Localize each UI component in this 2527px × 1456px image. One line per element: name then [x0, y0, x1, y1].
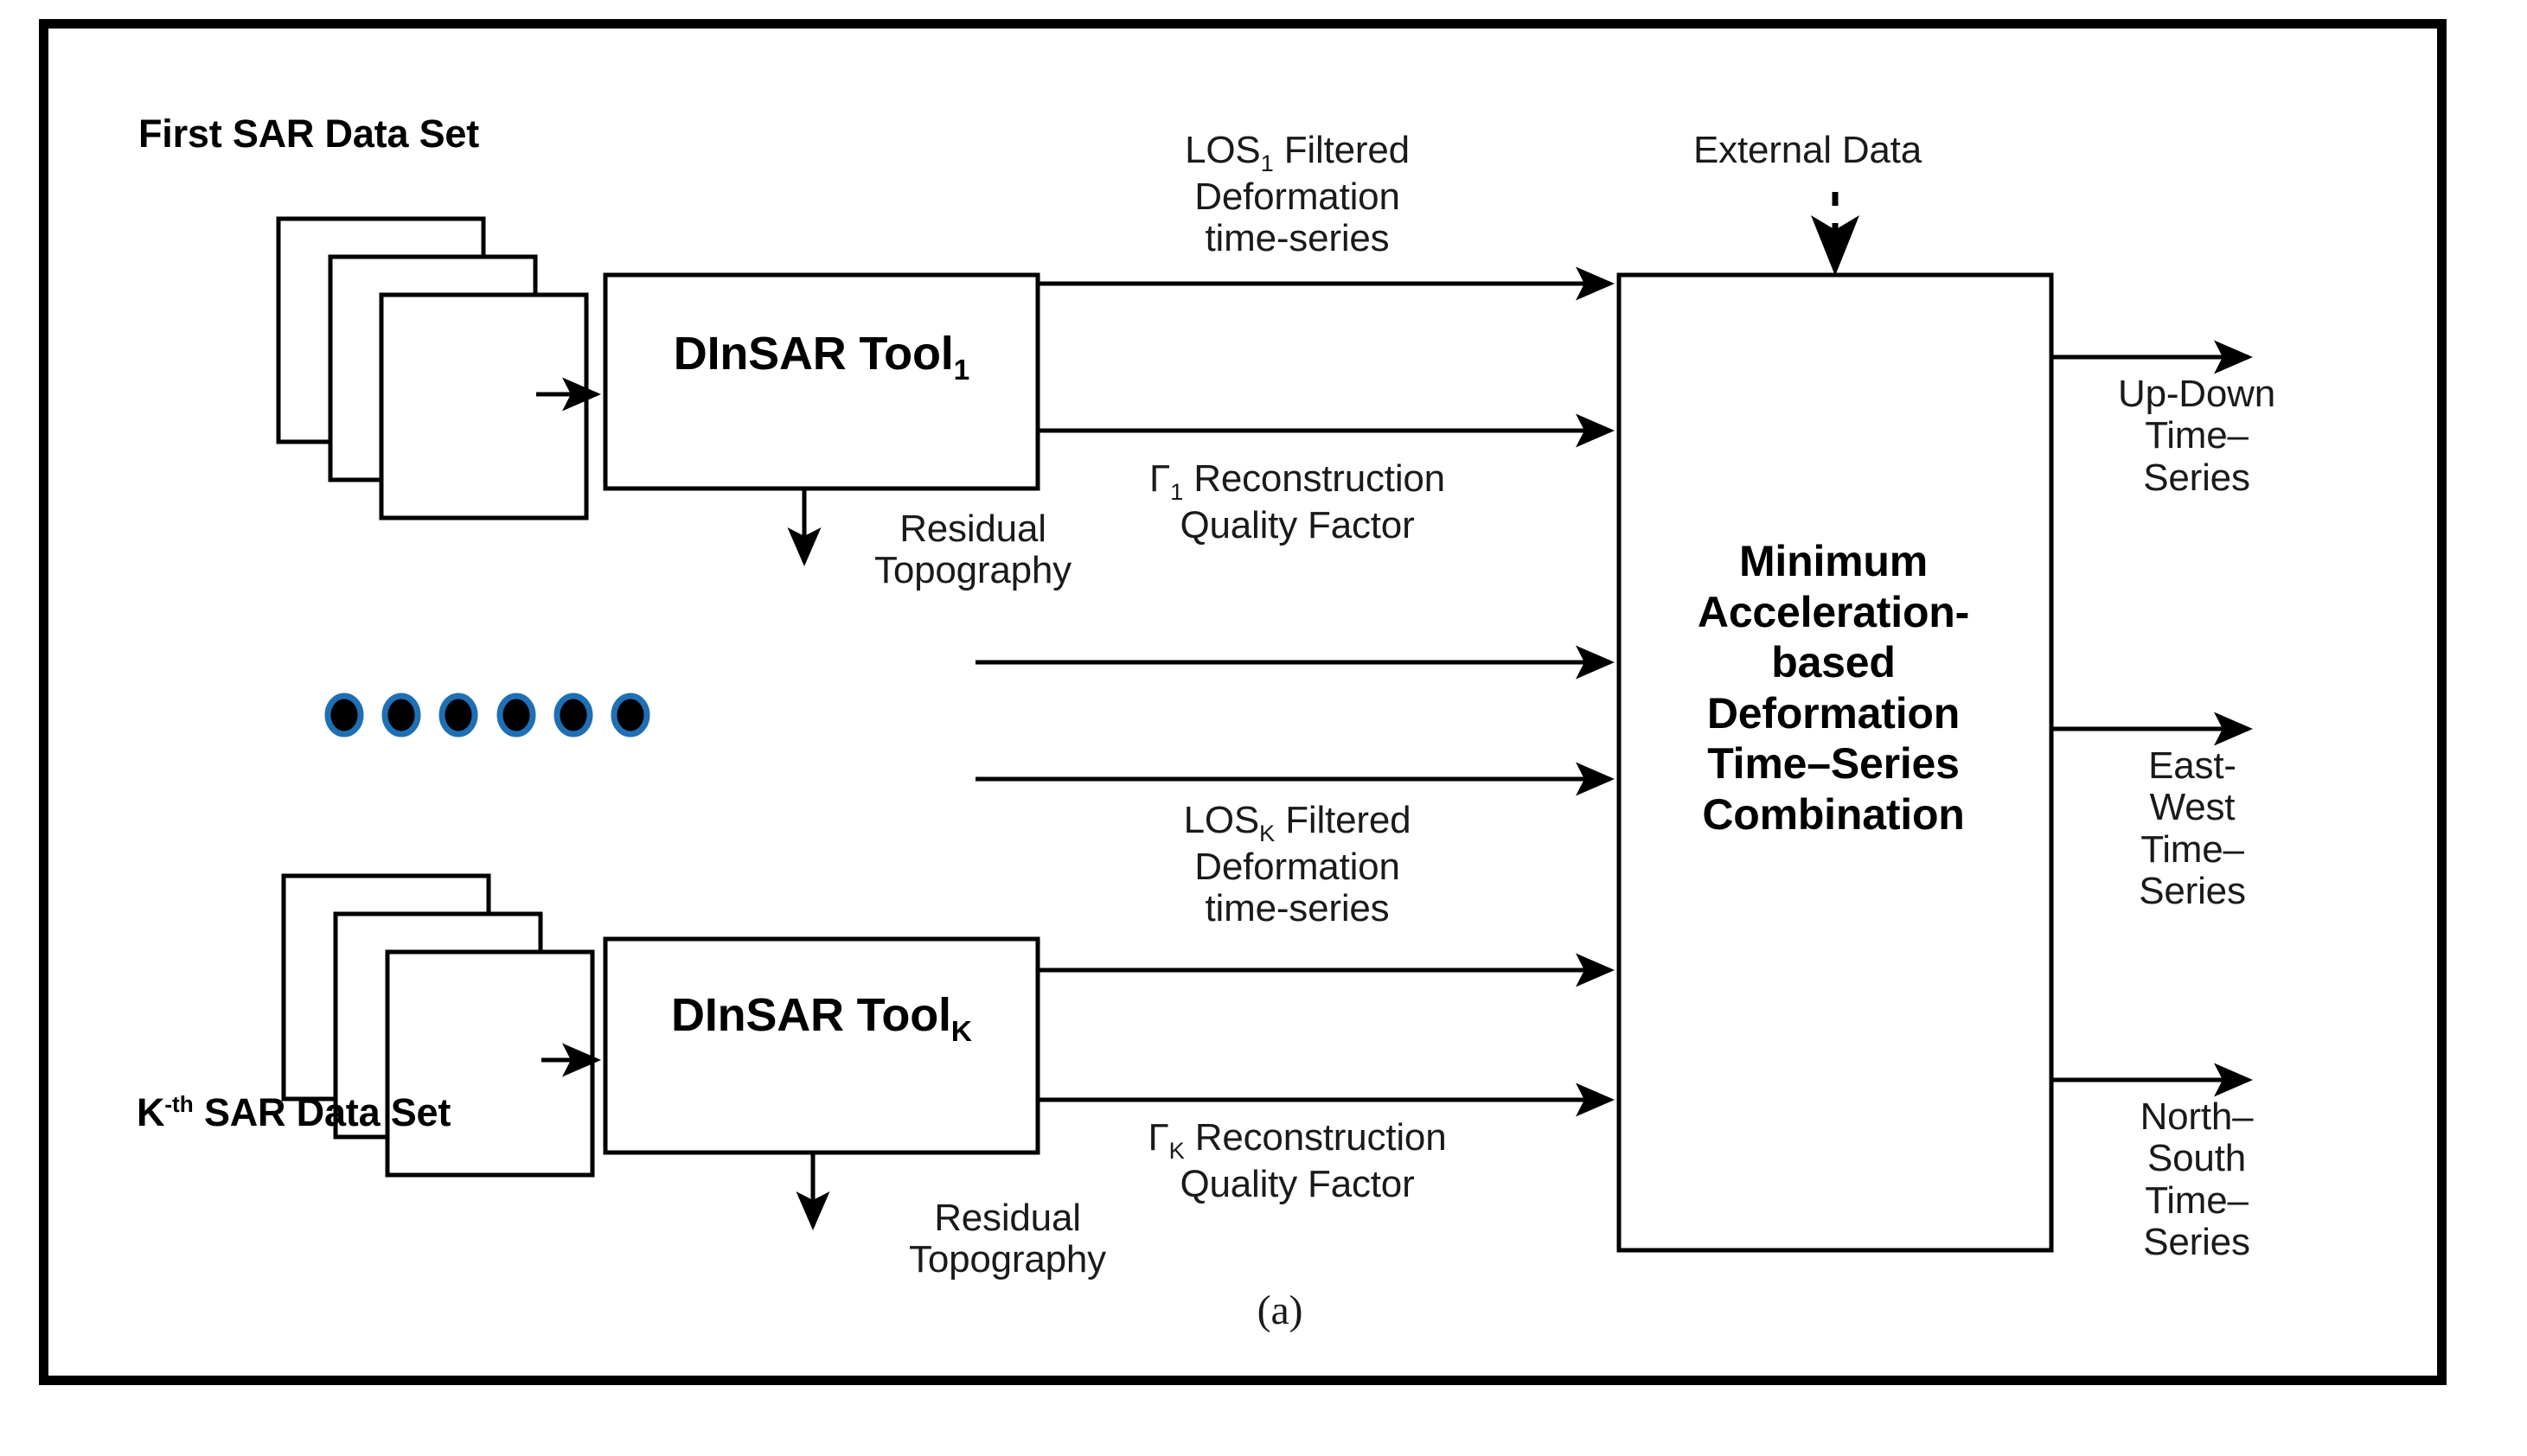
north-south-line3: Time–: [2145, 1178, 2249, 1222]
los-1-prefix: LOS: [1185, 129, 1261, 171]
north-south-line1: North–: [2140, 1095, 2254, 1138]
east-west-line1: East-: [2148, 744, 2236, 787]
figure-caption: (a): [1257, 1287, 1303, 1333]
up-down-line3: Series: [2143, 456, 2250, 499]
up-down-line2: Time–: [2145, 414, 2249, 457]
tool-1-subscript: 1: [953, 354, 970, 386]
los-1-line2: Deformation: [1194, 175, 1400, 218]
residual-1-line2: Topography: [874, 549, 1072, 592]
gamma-1-symbol: Γ: [1149, 457, 1171, 500]
kth-sar-dataset-label: K-th SAR Data Set: [137, 1091, 543, 1134]
first-sar-dataset-label: First SAR Data Set: [138, 112, 479, 156]
gamma-1-line2: Quality Factor: [1180, 503, 1415, 546]
combiner-line-3: based: [1771, 638, 1896, 686]
los-k-line3: time-series: [1205, 887, 1390, 930]
kth-dataset-superscript: -th: [164, 1091, 194, 1117]
combiner-line-4: Deformation: [1706, 688, 1961, 738]
gamma-k-subscript: K: [1168, 1136, 1185, 1164]
kth-dataset-prefix: K: [137, 1090, 165, 1134]
kth-dataset-suffix: SAR Data Set: [193, 1090, 451, 1134]
dinsar-tool-1-label: DInSAR Tool1: [605, 328, 1038, 387]
combiner-line-1: Minimum: [1738, 537, 1929, 585]
dinsar-tool-k-label: DInSAR ToolK: [605, 989, 1038, 1049]
tool-1-name: DInSAR Tool: [673, 328, 954, 380]
residual-k-line1: Residual: [934, 1197, 1081, 1239]
north-south-line4: Series: [2143, 1221, 2250, 1264]
up-down-line1: Up-Down: [2118, 373, 2275, 415]
gamma-k-line1-suffix: Reconstruction: [1184, 1116, 1447, 1159]
residual-k-line2: Topography: [909, 1238, 1106, 1281]
external-data-label: External Data: [1693, 129, 1922, 171]
los-1-line3: time-series: [1205, 217, 1390, 260]
gamma-k-line2: Quality Factor: [1180, 1162, 1415, 1205]
combiner-line-2: Acceleration-: [1697, 587, 1970, 636]
combiner-line-5: Time–Series: [1707, 739, 1960, 788]
los-k-prefix: LOS: [1183, 799, 1260, 841]
east-west-line2: West: [2149, 786, 2236, 829]
los-k-subscript: K: [1259, 819, 1276, 846]
east-west-line3: Time–: [2140, 827, 2244, 871]
los-1-subscript: 1: [1260, 149, 1274, 176]
north-south-line2: South: [2147, 1137, 2246, 1180]
combiner-line-6: Combination: [1702, 789, 1965, 839]
los-k-line2: Deformation: [1194, 845, 1400, 888]
gamma-k-symbol: Γ: [1148, 1116, 1169, 1159]
gamma-1-line1-suffix: Reconstruction: [1183, 457, 1445, 500]
east-west-line4: Series: [2139, 870, 2246, 913]
residual-1-line1: Residual: [899, 508, 1046, 550]
los-1-suffix: Filtered: [1273, 129, 1410, 171]
tool-k-name: DInSAR Tool: [671, 989, 951, 1041]
los-k-suffix: Filtered: [1275, 799, 1411, 841]
gamma-1-subscript: 1: [1170, 477, 1184, 505]
tool-k-subscript: K: [950, 1015, 972, 1048]
